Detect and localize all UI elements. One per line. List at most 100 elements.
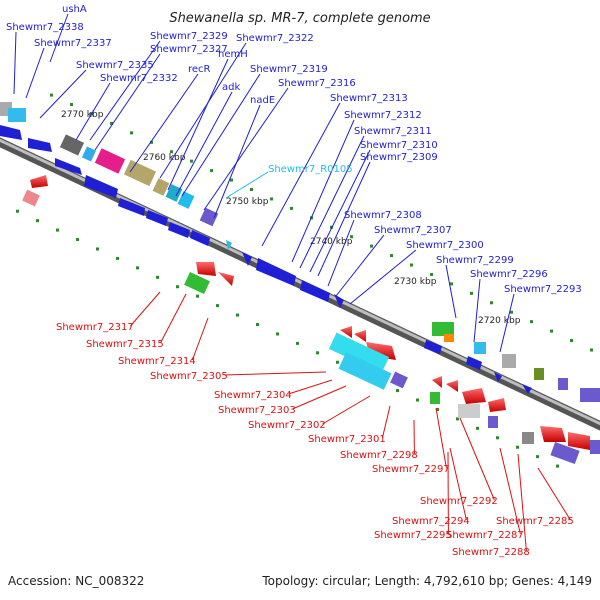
gene-block[interactable] xyxy=(502,354,516,368)
gene-block[interactable] xyxy=(390,371,408,389)
gene-block[interactable] xyxy=(94,148,126,174)
gene-arrow[interactable] xyxy=(118,198,145,216)
gene-block[interactable] xyxy=(59,134,85,156)
gene-arrow[interactable] xyxy=(168,222,190,238)
gene-block[interactable] xyxy=(123,159,157,187)
reverse-gene-label[interactable]: Shewmr7_2292 xyxy=(420,496,498,507)
forward-gene-label[interactable]: Shewmr7_2309 xyxy=(360,152,438,163)
gene-arrow[interactable] xyxy=(30,175,48,188)
gene-block[interactable] xyxy=(580,388,600,402)
gene-arrow[interactable] xyxy=(300,280,330,302)
gene-block[interactable] xyxy=(184,272,210,294)
gene-arrow[interactable] xyxy=(466,356,482,370)
forward-gene-label[interactable]: nadE xyxy=(250,95,275,106)
reverse-gene-label[interactable]: Shewmr7_2314 xyxy=(118,356,196,367)
reverse-gene-label[interactable]: Shewmr7_2288 xyxy=(452,547,530,558)
rna-gene[interactable] xyxy=(226,240,232,250)
gene-arrow[interactable] xyxy=(84,175,118,198)
gene-block[interactable] xyxy=(458,404,480,418)
reverse-gene-label[interactable]: Shewmr7_2315 xyxy=(86,339,164,350)
reverse-gene-label[interactable]: Shewmr7_2305 xyxy=(150,371,228,382)
forward-gene-label[interactable]: ushA xyxy=(62,4,87,15)
gene-block[interactable] xyxy=(474,342,486,354)
reverse-gene-label[interactable]: Shewmr7_2285 xyxy=(496,516,574,527)
gene-arrow[interactable] xyxy=(522,384,532,394)
forward-gene-label[interactable]: Shewmr7_2335 xyxy=(76,60,154,71)
gene-block[interactable] xyxy=(558,378,568,390)
reverse-gene-label[interactable]: Shewmr7_2301 xyxy=(308,434,386,445)
reverse-gene-label[interactable]: Shewmr7_2287 xyxy=(446,530,524,541)
forward-gene-label[interactable]: Shewmr7_2300 xyxy=(406,240,484,251)
gene-block[interactable] xyxy=(488,416,498,428)
gene-block[interactable] xyxy=(550,441,580,465)
gene-arrow[interactable] xyxy=(190,230,210,246)
gene-block[interactable] xyxy=(590,440,600,454)
gene-block[interactable] xyxy=(8,108,26,122)
gene-arrow[interactable] xyxy=(334,294,344,308)
gene-block[interactable] xyxy=(165,184,183,202)
forward-gene-label[interactable]: Shewmr7_2329 xyxy=(150,31,228,42)
forward-gene-label[interactable]: hemH xyxy=(218,49,248,60)
forward-gene-label[interactable]: Shewmr7_2293 xyxy=(504,284,582,295)
forward-gene-label[interactable]: Shewmr7_2310 xyxy=(360,140,438,151)
forward-gene-label[interactable]: Shewmr7_2299 xyxy=(436,255,514,266)
forward-gene-label[interactable]: Shewmr7_2327 xyxy=(150,44,228,55)
reverse-gene-label[interactable]: Shewmr7_2294 xyxy=(392,516,470,527)
gene-arrow[interactable] xyxy=(446,380,458,392)
reverse-gene-label[interactable]: Shewmr7_2304 xyxy=(214,390,292,401)
forward-gene-label[interactable]: Shewmr7_2308 xyxy=(344,210,422,221)
leader-line xyxy=(130,291,161,327)
forward-gene-label[interactable]: Shewmr7_2337 xyxy=(34,38,112,49)
forward-gene-label[interactable]: Shewmr7_2313 xyxy=(330,93,408,104)
gene-arrow[interactable] xyxy=(0,125,22,140)
gene-block[interactable] xyxy=(328,332,390,374)
reverse-gene-label[interactable]: Shewmr7_2317 xyxy=(56,322,134,333)
gene-arrow[interactable] xyxy=(354,330,366,342)
gene-block[interactable] xyxy=(81,146,97,162)
gene-block[interactable] xyxy=(430,392,440,404)
gene-arrow[interactable] xyxy=(462,388,486,404)
gene-arrow[interactable] xyxy=(55,158,82,175)
forward-gene-label[interactable]: Shewmr7_2312 xyxy=(344,110,422,121)
rna-gene-label[interactable]: Shewmr7_R0105 xyxy=(268,164,353,175)
gc-dot xyxy=(556,464,559,468)
gene-arrow[interactable] xyxy=(540,426,566,442)
gene-arrow[interactable] xyxy=(424,340,442,354)
reverse-gene-label[interactable]: Shewmr7_2295 xyxy=(374,530,452,541)
reverse-gene-label[interactable]: Shewmr7_2298 xyxy=(340,450,418,461)
gene-arrow[interactable] xyxy=(256,258,296,286)
gene-arrow[interactable] xyxy=(340,326,352,338)
gene-block[interactable] xyxy=(199,207,219,227)
forward-gene-label[interactable]: Shewmr7_2322 xyxy=(236,33,314,44)
forward-gene-label[interactable]: adk xyxy=(222,82,240,93)
forward-gene-label[interactable]: Shewmr7_2311 xyxy=(354,126,432,137)
gene-block[interactable] xyxy=(444,334,454,342)
gene-arrow[interactable] xyxy=(242,252,252,266)
forward-gene-label[interactable]: Shewmr7_2332 xyxy=(100,73,178,84)
reverse-gene-label[interactable]: Shewmr7_2303 xyxy=(218,405,296,416)
gene-arrow[interactable] xyxy=(218,272,234,286)
forward-gene-label[interactable]: Shewmr7_2307 xyxy=(374,225,452,236)
gene-block[interactable] xyxy=(152,178,170,196)
forward-gene-label[interactable]: recR xyxy=(188,64,211,75)
gene-block[interactable] xyxy=(534,368,544,380)
gene-block[interactable] xyxy=(338,352,392,390)
forward-gene-label[interactable]: Shewmr7_2338 xyxy=(6,22,84,33)
forward-gene-label[interactable]: Shewmr7_2316 xyxy=(278,78,356,89)
gene-block[interactable] xyxy=(522,432,534,444)
gene-arrow[interactable] xyxy=(494,372,502,382)
forward-gene-label[interactable]: Shewmr7_2296 xyxy=(470,269,548,280)
gene-arrow[interactable] xyxy=(488,398,506,412)
gene-arrow[interactable] xyxy=(28,138,52,152)
gene-arrow[interactable] xyxy=(196,262,216,276)
gene-block[interactable] xyxy=(22,189,40,207)
forward-gene-label[interactable]: Shewmr7_2319 xyxy=(250,64,328,75)
gene-block[interactable] xyxy=(432,322,454,336)
gene-arrow[interactable] xyxy=(568,432,590,450)
gc-dot xyxy=(316,351,319,355)
gene-arrow[interactable] xyxy=(146,210,168,226)
gene-arrow[interactable] xyxy=(432,376,442,388)
reverse-gene-label[interactable]: Shewmr7_2297 xyxy=(372,464,450,475)
reverse-gene-label[interactable]: Shewmr7_2302 xyxy=(248,420,326,431)
leader-line xyxy=(288,379,333,395)
